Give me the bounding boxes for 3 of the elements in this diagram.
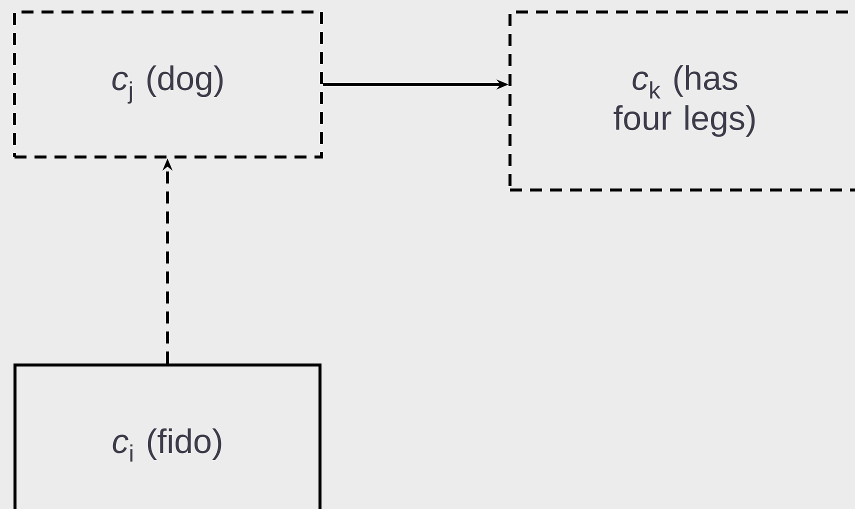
concept-box: c$_{k}$ (has four legs) bbox=[508, 10, 855, 192]
concept-box: c$_{j}$ (dog) bbox=[13, 10, 323, 158]
concept-box: c$_{i}$ (fido) bbox=[14, 364, 322, 509]
